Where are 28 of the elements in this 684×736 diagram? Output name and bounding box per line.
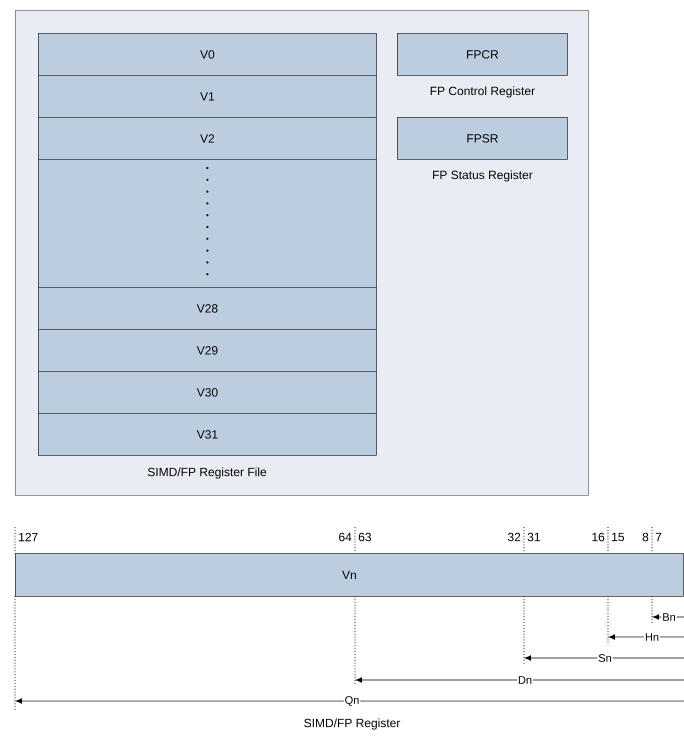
bit-number: 63 — [358, 532, 372, 542]
dimension-label: Dn — [516, 675, 534, 685]
dimension-label: Hn — [644, 632, 660, 642]
dimension-label: Bn — [661, 612, 677, 622]
bit-number: 31 — [528, 532, 540, 542]
dimension-label: Sn — [597, 653, 613, 663]
register-box: V31 — [38, 413, 377, 456]
register-box: Vn — [15, 553, 684, 597]
bit-number: 127 — [19, 532, 38, 542]
bit-number: 15 — [612, 532, 624, 542]
register-caption: FP Control Register — [430, 86, 535, 98]
bit-number: 7 — [656, 532, 662, 542]
register-box: V1 — [38, 75, 377, 118]
caption: SIMD/FP Register — [304, 718, 400, 730]
register-box: V29 — [38, 329, 377, 372]
register-box: V2 — [38, 117, 377, 160]
register-box: FPSR — [397, 117, 568, 160]
bit-number: 64 — [339, 532, 352, 542]
bit-number: 16 — [592, 532, 604, 542]
register-caption: FP Status Register — [433, 170, 533, 182]
register-box: FPCR — [397, 33, 568, 76]
register-box: V0 — [38, 33, 377, 76]
register-box: V30 — [38, 371, 377, 414]
bit-number: 8 — [642, 532, 648, 542]
register-box: V28 — [38, 287, 377, 330]
bit-number: 32 — [508, 532, 520, 542]
dimension-label: Qn — [344, 695, 360, 707]
caption: SIMD/FP Register File — [148, 467, 266, 479]
